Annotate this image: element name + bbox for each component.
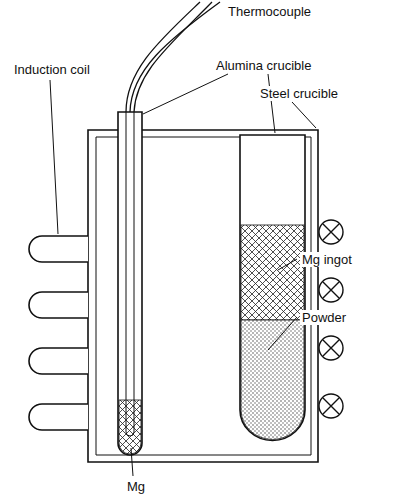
part-label: Alumina crucible <box>214 58 313 73</box>
leader-lines <box>50 74 316 476</box>
part-label: Powder <box>300 310 348 325</box>
alumina-crucible <box>240 135 305 440</box>
part-label: Steel crucible <box>258 86 340 101</box>
part-label: Mg ingot <box>300 252 354 267</box>
part-label: Induction coil <box>12 62 92 77</box>
induction-coil-left <box>29 236 88 430</box>
thermocouple-wires <box>126 2 220 112</box>
thermocouple-tube <box>118 112 142 455</box>
part-label: Thermocouple <box>226 4 313 19</box>
part-label: Mg <box>125 479 147 494</box>
